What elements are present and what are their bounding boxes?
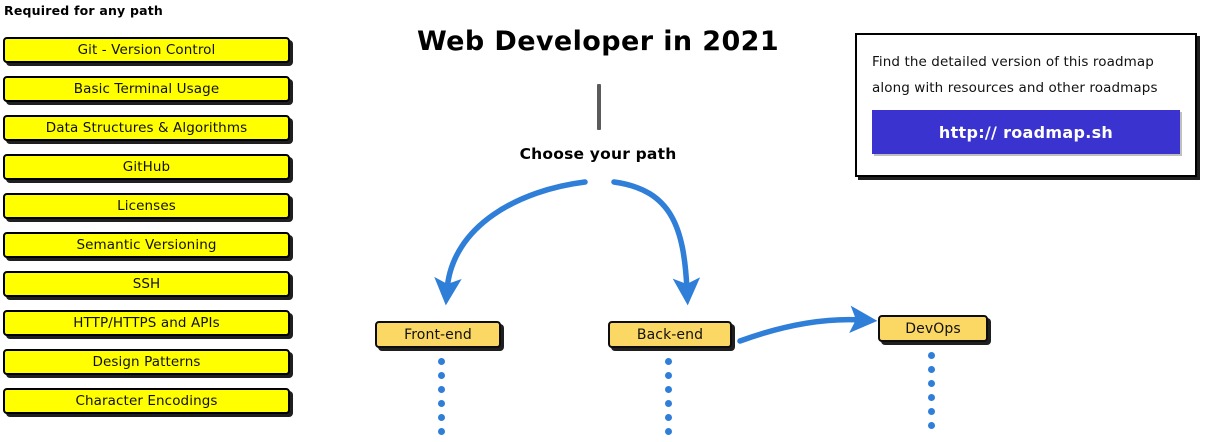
dotted-trail-backend bbox=[665, 358, 672, 442]
required-topic-label: Git - Version Control bbox=[77, 42, 216, 58]
required-topic-character-encodings[interactable]: Character Encodings bbox=[3, 388, 290, 414]
required-topic-terminal[interactable]: Basic Terminal Usage bbox=[3, 76, 290, 102]
required-topic-semantic-versioning[interactable]: Semantic Versioning bbox=[3, 232, 290, 258]
page-title: Web Developer in 2021 bbox=[416, 26, 780, 57]
required-topic-dsa[interactable]: Data Structures & Algorithms bbox=[3, 115, 290, 141]
required-topic-git[interactable]: Git - Version Control bbox=[3, 37, 290, 63]
required-topic-label: SSH bbox=[132, 276, 161, 292]
trail-dot bbox=[928, 408, 935, 415]
trail-dot bbox=[665, 414, 672, 421]
arrow-to-frontend bbox=[434, 179, 588, 306]
required-topic-label: GitHub bbox=[122, 159, 171, 175]
required-topic-label: Character Encodings bbox=[75, 393, 218, 409]
required-topic-label: Basic Terminal Usage bbox=[73, 81, 220, 97]
trail-dot bbox=[438, 428, 445, 435]
required-topic-http-apis[interactable]: HTTP/HTTPS and APIs bbox=[3, 310, 290, 336]
trail-dot bbox=[665, 428, 672, 435]
path-node-label: Back-end bbox=[636, 326, 704, 343]
required-topic-design-patterns[interactable]: Design Patterns bbox=[3, 349, 290, 375]
trail-dot bbox=[928, 394, 935, 401]
required-topic-label: Design Patterns bbox=[92, 354, 201, 370]
trail-dot bbox=[438, 414, 445, 421]
arrow-to-backend bbox=[611, 179, 701, 306]
trail-dot bbox=[928, 380, 935, 387]
promo-line-1: Find the detailed version of this roadma… bbox=[872, 54, 1154, 70]
title-stem-line bbox=[597, 84, 601, 130]
required-for-any-path-section: Required for any path Git - Version Cont… bbox=[3, 0, 295, 414]
dotted-trail-frontend bbox=[438, 358, 445, 442]
required-topic-label: Licenses bbox=[117, 198, 176, 214]
path-node-backend[interactable]: Back-end bbox=[608, 321, 732, 348]
trail-dot bbox=[928, 366, 935, 373]
path-node-label: Front-end bbox=[404, 326, 472, 343]
trail-dot bbox=[438, 372, 445, 379]
required-topic-label: HTTP/HTTPS and APIs bbox=[73, 315, 220, 331]
required-topic-label: Data Structures & Algorithms bbox=[45, 120, 248, 136]
required-section-heading: Required for any path bbox=[4, 3, 164, 18]
trail-dot bbox=[438, 358, 445, 365]
trail-dot bbox=[438, 400, 445, 407]
trail-dot bbox=[665, 358, 672, 365]
promo-line-2: along with resources and other roadmaps bbox=[872, 80, 1158, 96]
arrow-backend-to-devops bbox=[737, 305, 878, 344]
trail-dot bbox=[665, 372, 672, 379]
required-topic-github[interactable]: GitHub bbox=[3, 154, 290, 180]
trail-dot bbox=[928, 352, 935, 359]
required-topics-list: Git - Version Control Basic Terminal Usa… bbox=[3, 37, 295, 427]
trail-dot bbox=[438, 386, 445, 393]
required-topic-ssh[interactable]: SSH bbox=[3, 271, 290, 297]
roadmap-promo-card: Find the detailed version of this roadma… bbox=[855, 33, 1197, 177]
path-node-frontend[interactable]: Front-end bbox=[375, 321, 501, 348]
trail-dot bbox=[665, 400, 672, 407]
trail-dot bbox=[928, 422, 935, 429]
roadmap-link-button[interactable]: http:// roadmap.sh bbox=[872, 110, 1180, 154]
required-topic-licenses[interactable]: Licenses bbox=[3, 193, 290, 219]
required-topic-label: Semantic Versioning bbox=[76, 237, 217, 253]
dotted-trail-devops bbox=[928, 352, 935, 436]
roadmap-link-label: http:// roadmap.sh bbox=[938, 122, 1114, 142]
trail-dot bbox=[665, 386, 672, 393]
path-node-label: DevOps bbox=[905, 320, 961, 337]
path-node-devops[interactable]: DevOps bbox=[878, 315, 988, 342]
choose-your-path-label: Choose your path bbox=[519, 145, 677, 163]
